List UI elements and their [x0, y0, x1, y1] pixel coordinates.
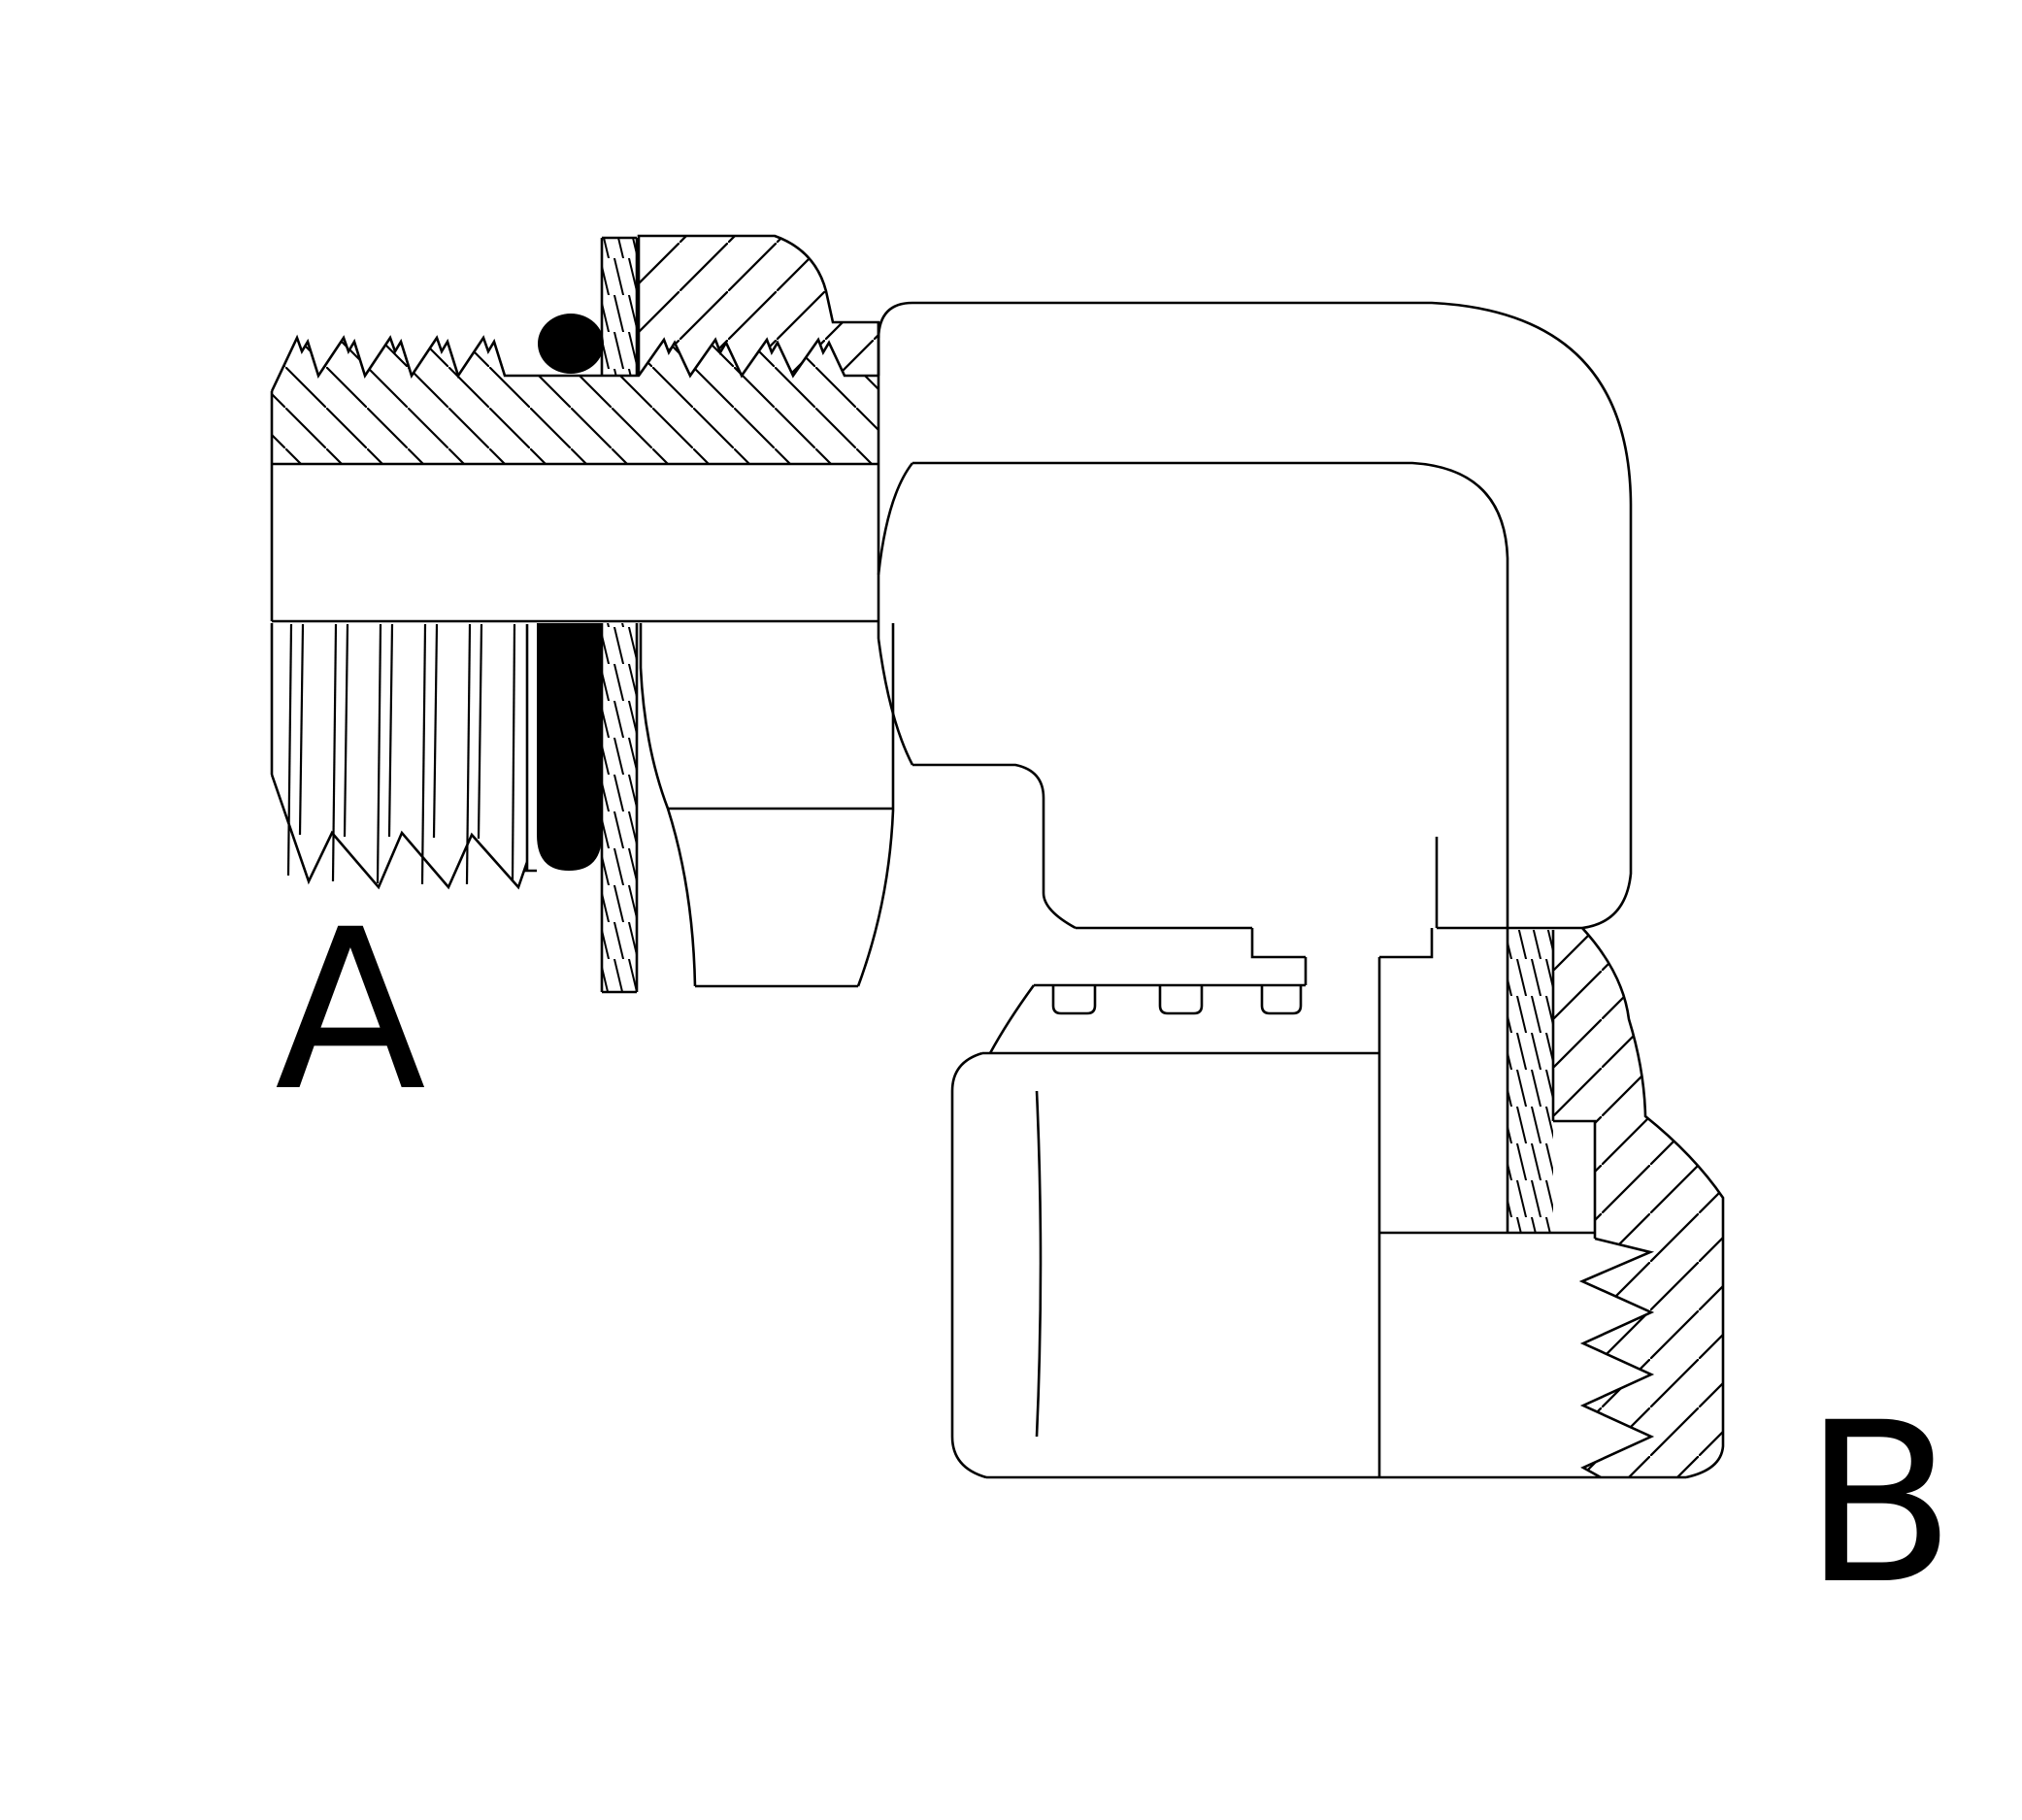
nut-internal-step	[1553, 1119, 1597, 1239]
swivel-sleeve-hatch	[1508, 930, 1553, 1233]
elbow-body	[877, 301, 1633, 1477]
port-a-label: A	[275, 881, 426, 1140]
swivel-hex	[950, 1051, 1686, 1479]
collar-slot-1	[1051, 985, 1097, 1015]
swivel-nut-section	[1379, 927, 1725, 1479]
washer-exterior	[600, 623, 639, 994]
port-b-label: B	[1804, 1374, 1955, 1633]
hex-flat-boundary	[1035, 1090, 1043, 1438]
collar-slot-3	[1260, 985, 1303, 1015]
washer-section	[600, 236, 639, 376]
female-port-b	[950, 927, 1725, 1479]
o-ring-section	[538, 314, 604, 374]
jam-nut-left-face	[639, 623, 697, 987]
body-outer-profile	[877, 301, 1633, 930]
female-thread-profile	[1578, 1237, 1655, 1479]
nut-outer-profile	[1581, 927, 1725, 1479]
jam-nut-exterior	[639, 623, 895, 988]
male-port-a	[270, 234, 895, 994]
male-shank-line	[524, 624, 537, 873]
swivel-collar	[988, 983, 1306, 1054]
male-thread-exterior	[270, 623, 537, 890]
jam-nut-right-chamfer	[856, 810, 895, 987]
collar-left-taper	[988, 984, 1036, 1054]
male-thread-bottom-profile	[270, 774, 529, 890]
body-collar-disc	[1250, 928, 1434, 985]
body-inner-shoulder	[912, 461, 1509, 930]
hex-left-outline	[950, 1051, 987, 1479]
male-wall-hatch-area	[272, 338, 878, 464]
body-boss-shoulder	[912, 763, 1077, 930]
o-ring-exterior	[537, 623, 602, 871]
jam-nut-outline	[637, 234, 880, 376]
male-thread-profile	[270, 334, 878, 392]
swivel-nut-hatch-area	[1553, 928, 1723, 1477]
jam-nut-section	[637, 234, 880, 376]
jam-nut-hatch-area	[639, 236, 878, 376]
male-thread-helix-lines	[286, 623, 516, 885]
body-left-upper-bulge	[877, 462, 914, 576]
collar-slot-2	[1158, 985, 1204, 1015]
male-thread-section	[270, 334, 878, 623]
body-left-lower-bulge	[877, 638, 914, 766]
